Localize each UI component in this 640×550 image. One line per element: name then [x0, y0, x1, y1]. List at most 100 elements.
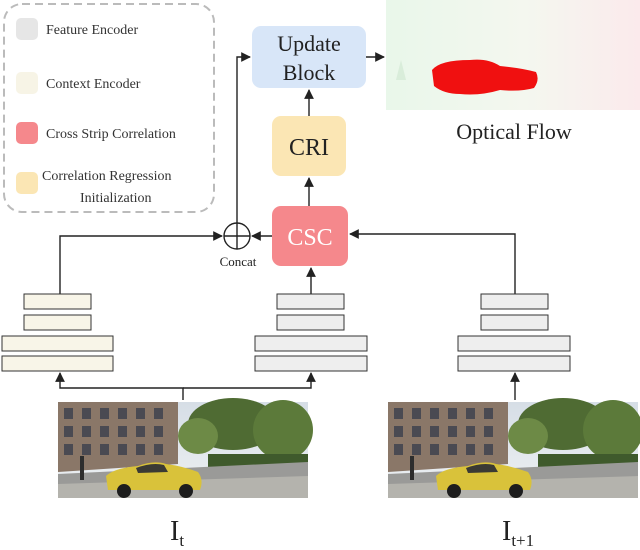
input-image-left	[58, 398, 313, 498]
arrow-context-to-concat	[59, 231, 223, 294]
legend-label-cross-strip-correlation: Cross Strip Correlation	[46, 127, 176, 142]
legend-label-feature-encoder: Feature Encoder	[46, 23, 138, 38]
left-window	[154, 408, 163, 419]
optical-flow-image	[386, 0, 640, 110]
left-window	[136, 408, 145, 419]
legend-label-correlation-regression: Correlation Regression	[42, 169, 171, 184]
right-window	[394, 444, 403, 455]
concat-node: Concat	[220, 222, 257, 269]
csc-block: CSC	[272, 206, 348, 266]
right-window	[430, 426, 439, 437]
update-block: Update Block	[252, 26, 366, 88]
right-window	[430, 408, 439, 419]
legend-frame	[3, 3, 215, 213]
right-tree	[583, 400, 640, 460]
left-window	[154, 444, 163, 455]
right-window	[484, 444, 493, 455]
flow-background	[386, 0, 640, 110]
left-window	[118, 444, 127, 455]
arrow-image-left-to-feature	[183, 372, 316, 389]
left-car-wheel	[117, 484, 131, 498]
flow-car-blob	[432, 59, 538, 95]
right-window	[412, 444, 421, 455]
left-tree	[253, 400, 313, 460]
update-block-label-line1: Update	[277, 31, 341, 56]
right-window	[394, 408, 403, 419]
legend-swatch-cross-strip-correlation	[16, 122, 38, 144]
left-window	[100, 444, 109, 455]
left-window	[136, 444, 145, 455]
context-encoder-layer-2	[23, 314, 92, 331]
right-car-body	[436, 462, 532, 490]
update-block-label-line2: Block	[283, 60, 336, 85]
right-car-window	[466, 464, 498, 473]
legend-swatch-context-encoder	[16, 72, 38, 94]
legend: Feature Encoder Context Encoder Cross St…	[3, 3, 215, 213]
left-window	[64, 408, 73, 419]
left-window	[64, 444, 73, 455]
feature-encoder-right-layer-2	[480, 314, 549, 331]
feature-encoder-left-layer-2	[276, 314, 345, 331]
feature-encoder-left-layer-3	[254, 335, 368, 352]
right-window	[484, 426, 493, 437]
legend-label-initialization: Initialization	[80, 191, 152, 206]
context-encoder-layer-1	[23, 293, 92, 310]
right-window	[466, 444, 475, 455]
right-window	[466, 408, 475, 419]
left-car-window	[136, 464, 168, 473]
legend-swatch-feature-encoder	[16, 18, 38, 40]
left-window	[100, 426, 109, 437]
left-car-body	[106, 462, 202, 490]
right-tree	[508, 418, 548, 454]
csc-block-box	[272, 206, 348, 266]
cri-block-box	[272, 116, 346, 176]
right-car-wheel	[509, 484, 523, 498]
concat-label: Concat	[220, 254, 257, 269]
left-window	[118, 408, 127, 419]
left-window	[154, 426, 163, 437]
context-encoder-stack	[1, 293, 114, 372]
feature-encoder-left-layer-1	[276, 293, 345, 310]
left-tree	[178, 418, 218, 454]
right-window	[430, 444, 439, 455]
feature-encoder-left-layer-4	[254, 355, 368, 372]
csc-block-label: CSC	[287, 225, 332, 251]
right-window	[448, 408, 457, 419]
right-pedestrian	[410, 456, 414, 480]
cri-block: CRI	[272, 116, 346, 176]
feature-encoder-right-layer-4	[457, 355, 571, 372]
cri-block-label: CRI	[289, 135, 329, 161]
context-encoder-layer-4	[1, 355, 114, 372]
feature-encoder-right-layer-3	[457, 335, 571, 352]
left-window	[136, 426, 145, 437]
legend-swatch-correlation-regression-initialization	[16, 172, 38, 194]
input-label-left: It	[170, 516, 184, 550]
optical-flow-label: Optical Flow	[456, 119, 572, 144]
left-window	[118, 426, 127, 437]
left-window	[100, 408, 109, 419]
left-window	[64, 426, 73, 437]
input-image-right	[388, 398, 640, 498]
right-window	[412, 408, 421, 419]
left-window	[82, 444, 91, 455]
right-window	[448, 426, 457, 437]
right-car-wheel	[447, 484, 461, 498]
right-window	[448, 444, 457, 455]
feature-encoder-right-layer-1	[480, 293, 549, 310]
left-window	[82, 426, 91, 437]
left-car-wheel	[179, 484, 193, 498]
update-block-box	[252, 26, 366, 88]
input-label-right: It+1	[502, 516, 534, 550]
right-window	[466, 426, 475, 437]
flow-pedestrian-mark	[396, 60, 406, 80]
feature-encoder-stack-left	[254, 293, 368, 372]
arrow-image-left-to-context	[55, 372, 184, 400]
arrow-concat-to-update	[236, 52, 251, 223]
right-window	[412, 426, 421, 437]
right-window	[394, 426, 403, 437]
feature-encoder-stack-right	[457, 293, 571, 372]
right-window	[484, 408, 493, 419]
left-pedestrian	[80, 456, 84, 480]
legend-label-context-encoder: Context Encoder	[46, 77, 141, 92]
